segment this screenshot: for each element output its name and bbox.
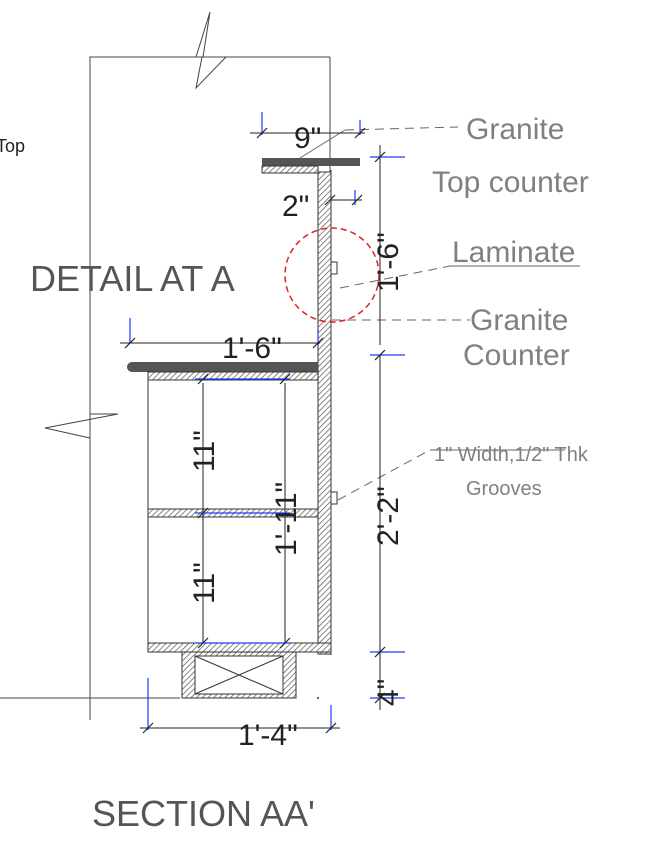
lower-counter [127,362,319,381]
groove-lower [330,491,338,505]
plinth [181,651,319,699]
dim-counter-width: 1'-6" [222,332,282,365]
dim-cabinet-height: 1'-11" [270,482,303,556]
dim-top-width: 9" [294,122,321,155]
wall-outline [0,11,331,720]
label-granite-top: Granite [466,113,564,146]
cabinet [147,380,332,653]
label-counter: Counter [463,339,570,372]
label-granite-counter: Granite [470,304,568,337]
label-top-counter: Top counter [432,166,589,199]
dimension-extensions [129,112,405,730]
partial-text: Top [0,136,25,156]
dim-plinth-height: 4" [372,679,405,706]
groove-upper [330,261,338,275]
section-title: SECTION AA' [92,793,315,834]
label-grooves-size: 1" Width,1/2" Thk [434,444,589,466]
dimension-ticks [124,127,386,734]
detail-title: DETAIL AT A [30,258,235,299]
detail-circle [284,227,380,323]
dim-shelf-upper: 11" [188,430,221,472]
top-counter [261,158,360,174]
dimension-lines [120,132,381,729]
dim-upper-height: 1'-6" [372,232,405,292]
label-grooves: Grooves [466,478,542,500]
dim-base-width: 1'-4" [238,719,298,752]
upright-panel [317,170,338,655]
dim-shelf-lower: 11" [188,562,221,604]
dim-top-gap: 2" [282,190,309,223]
label-laminate: Laminate [452,236,575,269]
dim-lower-height: 2'-2" [372,486,405,546]
